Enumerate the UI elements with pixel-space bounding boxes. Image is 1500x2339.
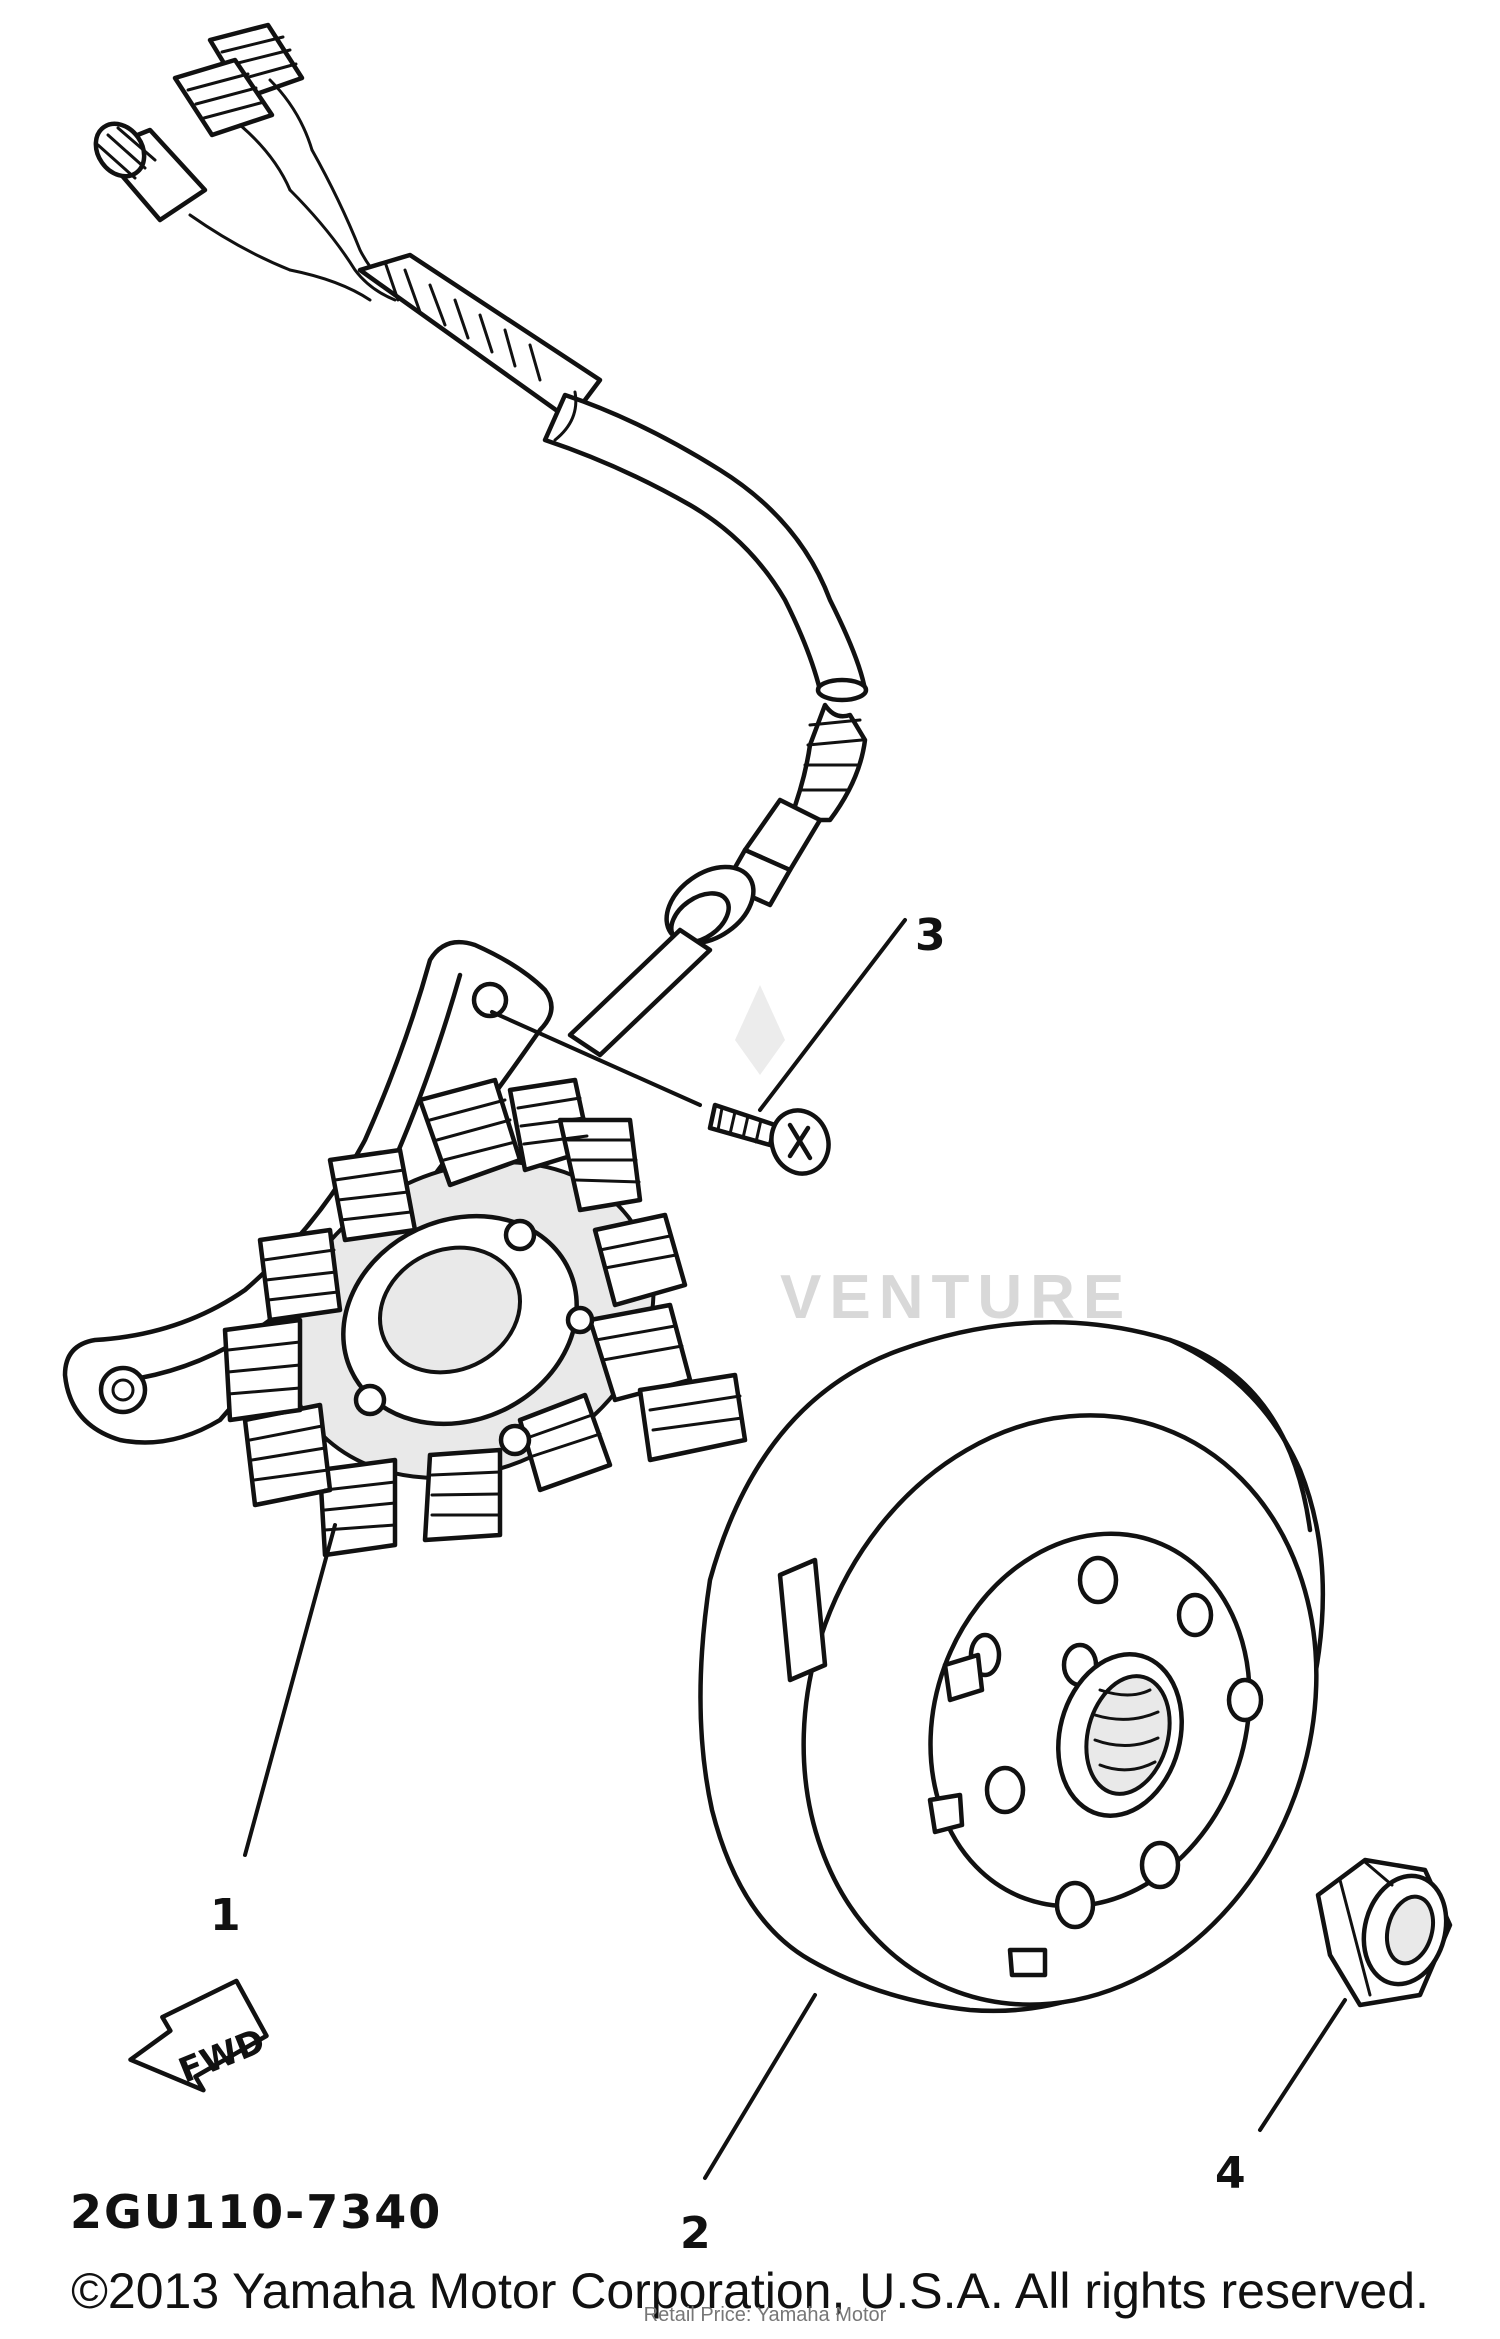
copyright-footer: ©2013 Yamaha Motor Corporation, U.S.A. A… (71, 2263, 1429, 2319)
callouts: 1 2 3 4 (210, 910, 1246, 2259)
wire-harness (93, 22, 869, 1058)
connector-middle (172, 57, 292, 192)
connector-round (93, 121, 292, 272)
callout-4: 4 (1215, 2148, 1246, 2199)
stator-assembly (62, 939, 748, 1558)
stator-coils (222, 1077, 693, 1558)
callout-1: 1 (210, 1890, 241, 1941)
rotor-holes (968, 1555, 1264, 1930)
diagram-code: 2GU110-7340 (70, 2185, 442, 2239)
overlay-text: Retail Price: Yamaha Motor (643, 2304, 887, 2326)
forward-arrow: FWD (128, 1978, 271, 2093)
leader-lines (243, 918, 1347, 2180)
callout-2: 2 (680, 2208, 711, 2259)
nut-part (1315, 1857, 1453, 2008)
screw-part (490, 1010, 831, 1176)
rotor-flywheel (698, 1320, 1326, 2014)
callout-3: 3 (915, 910, 946, 961)
